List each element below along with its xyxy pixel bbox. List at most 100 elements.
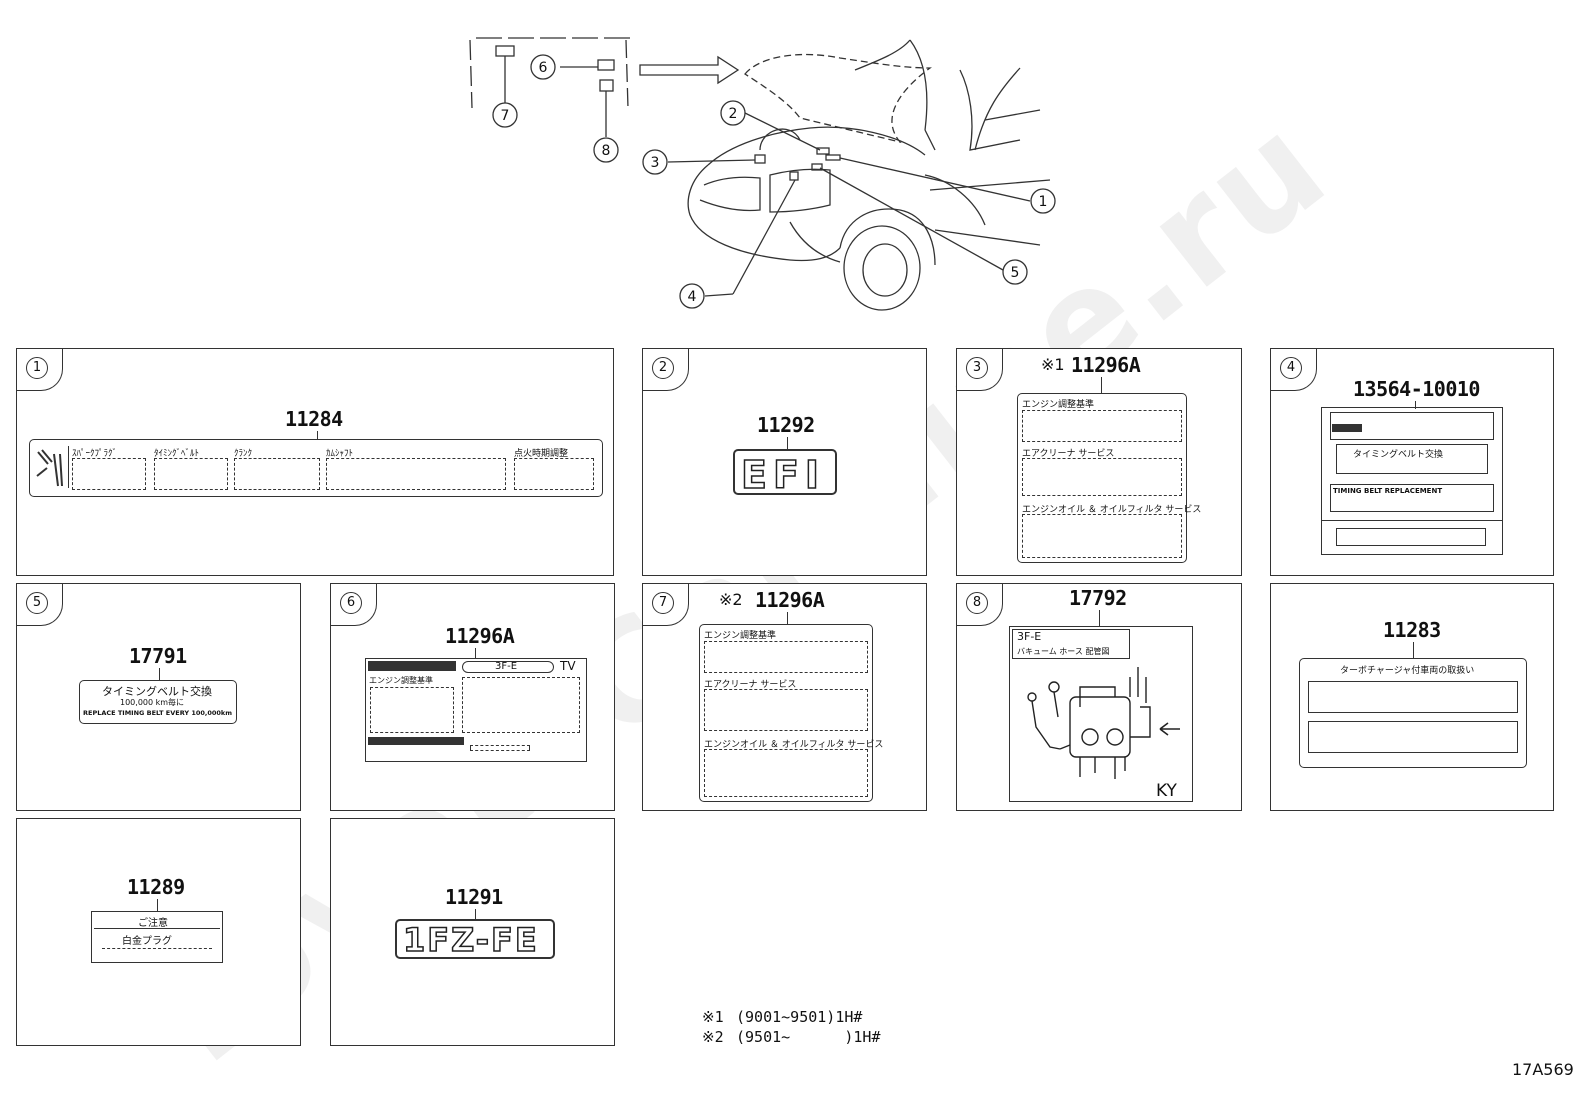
label-text: ﾀｲﾐﾝｸﾞﾍﾞﾙﾄ [154, 449, 200, 459]
label-text: 白金プラグ [122, 936, 172, 947]
leader-line [1413, 642, 1415, 658]
panel-emblem-11291: 11291 1FZ-FE [330, 818, 615, 1046]
part-number: 13564-10010 [1353, 377, 1480, 401]
callout-1: 1 [1039, 194, 1048, 210]
note-mark: ※2 [719, 590, 743, 609]
panel-tab: 3 [957, 349, 1003, 391]
label-graphic: ご注意 白金プラグ [91, 911, 223, 963]
label-text: エンジンオイル ＆ オイルフィルタ サービス [1022, 505, 1202, 515]
label-graphic: エンジン調整基準 エアクリーナ サービス エンジンオイル ＆ オイルフィルタ サ… [1017, 393, 1201, 563]
label-text: エンジン調整基準 [704, 631, 777, 641]
wrench-icon [34, 446, 69, 488]
leader-line [475, 909, 477, 919]
label-graphic: ｽﾊﾟｰｸﾌﾟﾗｸﾞ ﾀｲﾐﾝｸﾞﾍﾞﾙﾄ ｸﾗﾝｸ ｶﾑｼｬﾌﾄ 点火時期調整 [29, 439, 603, 497]
label-text: タイミングベルト交換 [102, 685, 212, 698]
panel-tab: 5 [17, 584, 63, 626]
panel-tab: 1 [17, 349, 63, 391]
callout-4: 4 [688, 289, 697, 305]
leader-line [787, 437, 789, 449]
index-number: 6 [340, 592, 362, 614]
label-text: 3F-E [495, 661, 518, 672]
panel-label-13564-10010: 4 13564-10010 タイミングベルト交換 TIMING BELT REP… [1270, 348, 1554, 576]
panel-tab: 6 [331, 584, 377, 626]
label-text: KY [1156, 781, 1177, 801]
callout-8: 8 [602, 143, 611, 159]
panel-label-11284: 1 11284 ｽﾊﾟｰｸﾌﾟﾗｸﾞ ﾀｲﾐﾝｸﾞﾍﾞﾙﾄ ｸﾗﾝｸ ｶﾑｼｬﾌ… [16, 348, 614, 576]
panel-tab: 7 [643, 584, 689, 626]
part-number: 11292 [757, 413, 815, 437]
panel-tab: 8 [957, 584, 1003, 626]
label-text: エンジン調整基準 [1022, 400, 1095, 410]
part-number: 11296A [1071, 353, 1141, 377]
label-text: ｶﾑｼｬﾌﾄ [326, 449, 354, 459]
label-graphic: 3F-E バキューム ホース 配管図 [1009, 626, 1193, 802]
emblem-graphic: EFI [733, 449, 837, 498]
panel-label-17792: 8 17792 3F-E バキューム ホース 配管図 [956, 583, 1242, 811]
part-number: 11284 [285, 407, 343, 431]
callout-3: 3 [651, 155, 660, 171]
label-text: REPLACE TIMING BELT EVERY 100,000km [83, 709, 233, 717]
leader-line [787, 612, 789, 624]
label-text: エアクリーナ サービス [1022, 449, 1115, 459]
callout-2: 2 [729, 106, 738, 122]
part-number: 11283 [1383, 618, 1441, 642]
label-text: エンジンオイル ＆ オイルフィルタ サービス [704, 740, 884, 750]
panel-tab: 4 [1271, 349, 1317, 391]
panel-label-11296A-1: 3 ※1 11296A エンジン調整基準 エアクリーナ サービス エンジンオイル… [956, 348, 1242, 576]
index-number: 4 [1280, 357, 1302, 379]
part-number: 11291 [445, 885, 503, 909]
leader-line [157, 899, 159, 911]
panel-emblem-11292: 2 11292 EFI [642, 348, 927, 576]
index-number: 1 [26, 357, 48, 379]
label-text: ｸﾗﾝｸ [234, 449, 253, 459]
label-graphic: タイミングベルト交換 100,000 km毎に REPLACE TIMING B… [79, 680, 237, 724]
label-text: 点火時期調整 [514, 449, 569, 459]
note-mark: ※1 [1041, 355, 1065, 374]
footnote-2-mark: ※2 [702, 1028, 724, 1046]
callout-6: 6 [539, 60, 548, 76]
emblem-text: 1FZ-FE [402, 920, 539, 960]
footnote-1-text: (9001~9501)1H# [736, 1008, 863, 1026]
callout-7: 7 [501, 108, 510, 124]
leader-line [1101, 377, 1103, 393]
panel-label-11296A: 6 11296A 3F-E TV エンジン調整基準 [330, 583, 615, 811]
index-number: 5 [26, 592, 48, 614]
label-text: ターボチャージャ付車両の取扱い [1340, 666, 1475, 676]
part-number: 11296A [445, 624, 515, 648]
panel-tab: 2 [643, 349, 689, 391]
label-text: ご注意 [138, 918, 168, 929]
label-text: ｽﾊﾟｰｸﾌﾟﾗｸﾞ [72, 449, 118, 459]
footnote-2-text: (9501~ )1H# [736, 1028, 881, 1046]
label-text: エンジン調整基準 [369, 676, 433, 685]
label-graphic: ターボチャージャ付車両の取扱い [1299, 658, 1527, 768]
diagram-code: 17A569 [1512, 1060, 1574, 1079]
part-number: 17792 [1069, 586, 1127, 610]
label-text: エアクリーナ サービス [704, 680, 797, 690]
index-number: 2 [652, 357, 674, 379]
vehicle-overview-illustration: 7 6 8 2 3 1 5 4 [469, 37, 1056, 311]
index-number: 3 [966, 357, 988, 379]
emblem-graphic: 1FZ-FE [395, 919, 555, 960]
label-text: TV [560, 659, 576, 673]
emblem-text: EFI [740, 452, 826, 498]
leader-line [1415, 401, 1417, 409]
vacuum-hose-schematic [1027, 667, 1180, 779]
index-number: 8 [966, 592, 988, 614]
panel-label-11296A-2: 7 ※2 11296A エンジン調整基準 エアクリーナ サービス エンジンオイル… [642, 583, 927, 811]
part-number: 17791 [129, 644, 187, 668]
leader-line [1099, 610, 1101, 626]
index-number: 7 [652, 592, 674, 614]
footnote-1-mark: ※1 [702, 1008, 724, 1026]
leader-line [159, 668, 161, 680]
leader-line [475, 648, 477, 658]
part-number: 11289 [127, 875, 185, 899]
label-text: タイミングベルト交換 [1353, 450, 1444, 460]
panel-label-11289: 11289 ご注意 白金プラグ [16, 818, 301, 1046]
label-text: 3F-E [1017, 630, 1042, 643]
leader-line [317, 431, 319, 441]
label-graphic: エンジン調整基準 エアクリーナ サービス エンジンオイル ＆ オイルフィルタ サ… [699, 624, 883, 802]
label-text: バキューム ホース 配管図 [1017, 647, 1110, 656]
callout-5: 5 [1011, 265, 1020, 281]
label-graphic: タイミングベルト交換 TIMING BELT REPLACEMENT [1321, 407, 1503, 555]
